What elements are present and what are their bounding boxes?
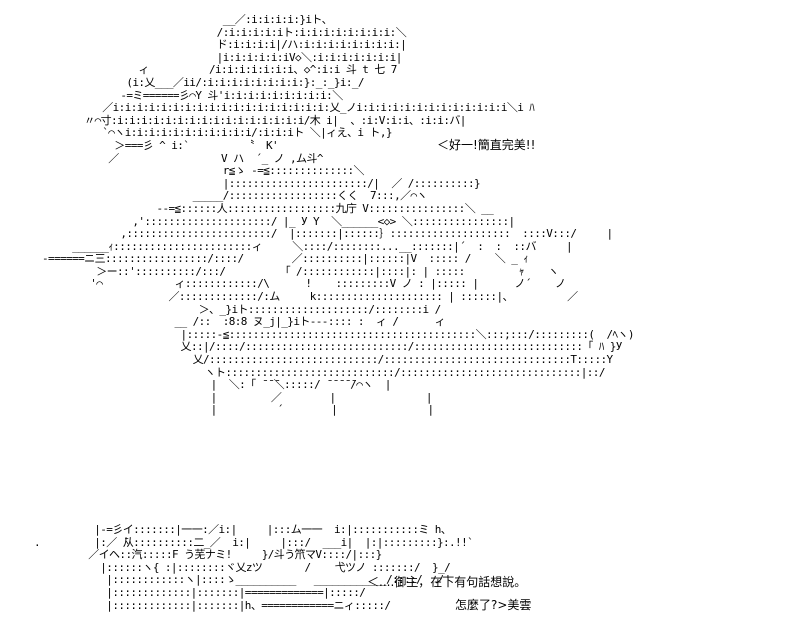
dialogue-line-praise: ＜好一!簡直完美!!	[437, 138, 536, 152]
ascii-art-character-top: __／:i:i:i:i:}iト、 /:i:i:i:i:iト:i:i:i:i:i:…	[42, 13, 634, 417]
dialogue-line-reply: 怎麼了?>美雲	[455, 598, 532, 612]
dialogue-line-master: ＜....御主，在下有句話想說。	[367, 575, 527, 589]
ascii-art-character-bottom: |-=彡イ:::::::|一一:／i:| |:::ム一一 i:|::::::::…	[34, 523, 474, 612]
